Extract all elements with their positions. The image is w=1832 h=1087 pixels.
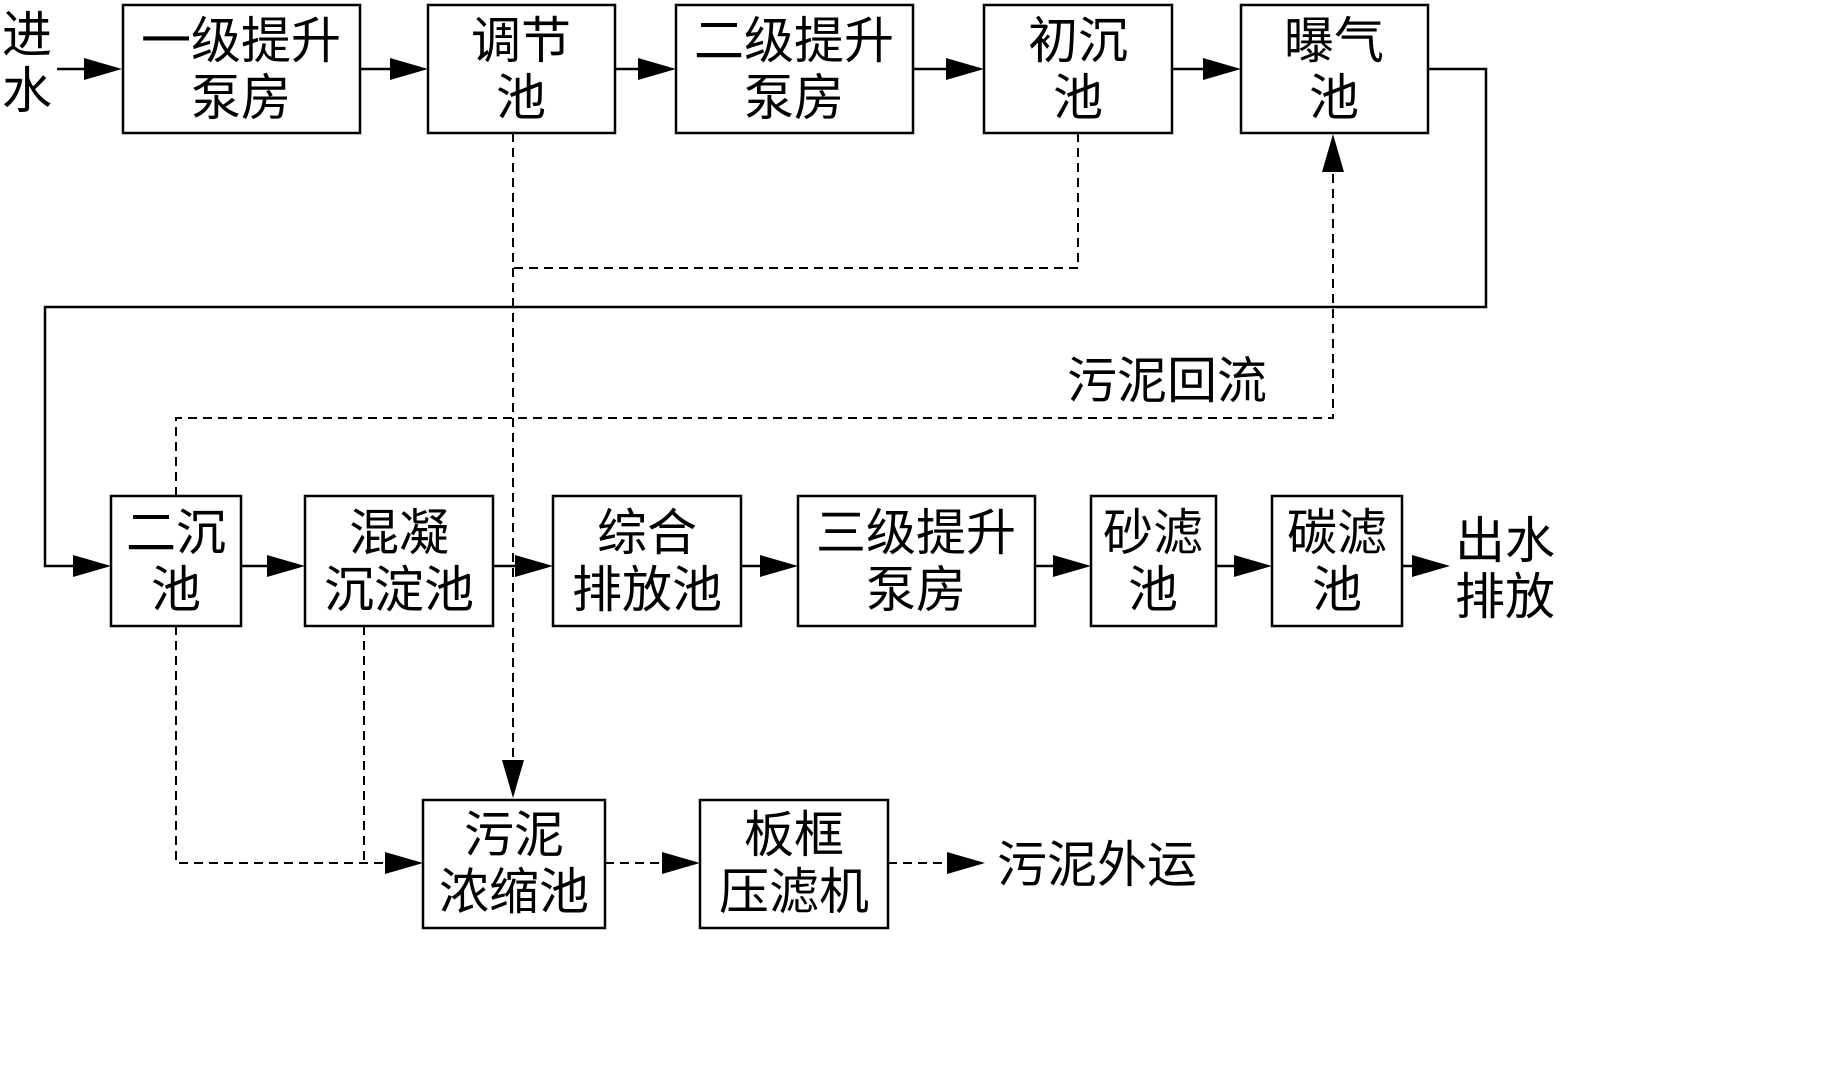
node-secondary-line1: 二沉 — [126, 504, 226, 562]
node-equalization-line1: 调节 — [471, 12, 571, 70]
node-lift1-line1: 一级提升 — [141, 12, 341, 70]
node-filterpress-line2: 压滤机 — [719, 863, 869, 921]
arrow-inlet-to-lift1 — [84, 58, 122, 80]
node-secondary-box — [109, 494, 243, 628]
node-secondary-line2: 池 — [151, 561, 201, 619]
node-coagulation: 混凝 沉淀池 — [303, 494, 495, 628]
arrow-primary-to-aeration — [1203, 58, 1241, 80]
node-sand: 砂滤 池 — [1089, 494, 1218, 628]
node-sand-line2: 池 — [1128, 561, 1178, 619]
node-equalization: 调节 池 — [426, 3, 617, 135]
node-discharge-box — [551, 494, 743, 628]
arrow-sand-to-carbon — [1234, 555, 1272, 577]
node-primary: 初沉 池 — [982, 3, 1174, 135]
node-carbon-line1: 碳滤 — [1287, 504, 1387, 562]
outlet-label: 出水 排放 — [1455, 512, 1555, 626]
node-lift2: 二级提升 泵房 — [674, 3, 915, 135]
node-thickener-line1: 污泥 — [464, 806, 564, 864]
node-aeration-line2: 池 — [1309, 69, 1359, 127]
node-thickener-box — [421, 798, 607, 930]
inlet-label-line1: 进 — [2, 6, 52, 64]
node-aeration: 曝气 池 — [1239, 3, 1430, 135]
node-equalization-box — [426, 3, 617, 135]
arrow-discharge-to-lift3 — [760, 555, 798, 577]
node-coagulation-box — [303, 494, 495, 628]
node-aeration-box — [1239, 3, 1430, 135]
connectors — [43, 58, 1488, 874]
node-carbon-box — [1270, 494, 1404, 628]
node-secondary: 二沉 池 — [109, 494, 243, 628]
sludge-return-label: 污泥回流 — [1067, 352, 1267, 410]
inlet-label-line2: 水 — [2, 62, 52, 120]
outlet-label-line1: 出水 — [1455, 512, 1555, 570]
arrow-sludge-out — [947, 852, 985, 874]
node-lift2-box — [674, 3, 915, 135]
node-discharge: 综合 排放池 — [551, 494, 743, 628]
node-sand-line1: 砂滤 — [1103, 504, 1203, 562]
arrow-sludge-to-thickener-left — [385, 852, 423, 874]
node-equalization-line2: 池 — [496, 69, 546, 127]
inlet-label: 进 水 — [2, 6, 52, 120]
sludge-return-line — [175, 170, 1334, 496]
arrow-aeration-to-secondary — [73, 555, 111, 577]
node-primary-line1: 初沉 — [1028, 12, 1128, 70]
node-lift1: 一级提升 泵房 — [121, 3, 362, 135]
node-coagulation-line1: 混凝 — [349, 504, 449, 562]
arrow-sludge-to-thickener-top — [502, 760, 524, 798]
arrow-carbon-to-outlet — [1412, 555, 1450, 577]
node-filterpress-line1: 板框 — [744, 806, 844, 864]
node-aeration-line1: 曝气 — [1284, 12, 1384, 70]
arrow-lift1-to-equalization — [390, 58, 428, 80]
node-lift1-line2: 泵房 — [191, 69, 291, 127]
node-filterpress: 板框 压滤机 — [698, 798, 890, 930]
sludge-out-label: 污泥外运 — [997, 836, 1197, 894]
node-lift2-line1: 二级提升 — [694, 12, 894, 70]
arrow-lift2-to-primary — [946, 58, 984, 80]
node-primary-box — [982, 3, 1174, 135]
node-thickener: 污泥 浓缩池 — [421, 798, 607, 930]
arrow-equalization-to-lift2 — [638, 58, 676, 80]
node-lift3-line2: 泵房 — [866, 561, 966, 619]
node-discharge-line2: 排放池 — [572, 561, 722, 619]
arrow-thickener-to-filterpress — [662, 852, 700, 874]
node-carbon-line2: 池 — [1312, 561, 1362, 619]
node-lift3-box — [796, 494, 1037, 628]
node-primary-line2: 池 — [1053, 69, 1103, 127]
node-filterpress-box — [698, 798, 890, 930]
outlet-label-line2: 排放 — [1455, 568, 1555, 626]
arrow-sludge-return — [1322, 134, 1344, 172]
arrow-coagulation-to-discharge — [515, 555, 553, 577]
node-sand-box — [1089, 494, 1218, 628]
flow-aeration-to-secondary — [43, 67, 1488, 568]
node-discharge-line1: 综合 — [597, 504, 697, 562]
node-lift3: 三级提升 泵房 — [796, 494, 1037, 628]
sludge-line-primary-to-thickener — [513, 133, 1079, 269]
node-lift1-box — [121, 3, 362, 135]
process-flow-diagram: 进 水 一级提升 泵房 调节 池 二级提升 泵房 初沉 池 曝气 池 污泥回流 … — [2, 3, 1555, 930]
sludge-line-secondary-to-thickener — [175, 626, 393, 864]
node-carbon: 碳滤 池 — [1270, 494, 1404, 628]
arrow-lift3-to-sand — [1053, 555, 1091, 577]
node-thickener-line2: 浓缩池 — [439, 863, 589, 921]
node-lift3-line1: 三级提升 — [816, 504, 1016, 562]
node-lift2-line2: 泵房 — [744, 69, 844, 127]
node-coagulation-line2: 沉淀池 — [324, 561, 474, 619]
arrow-secondary-to-coagulation — [267, 555, 305, 577]
